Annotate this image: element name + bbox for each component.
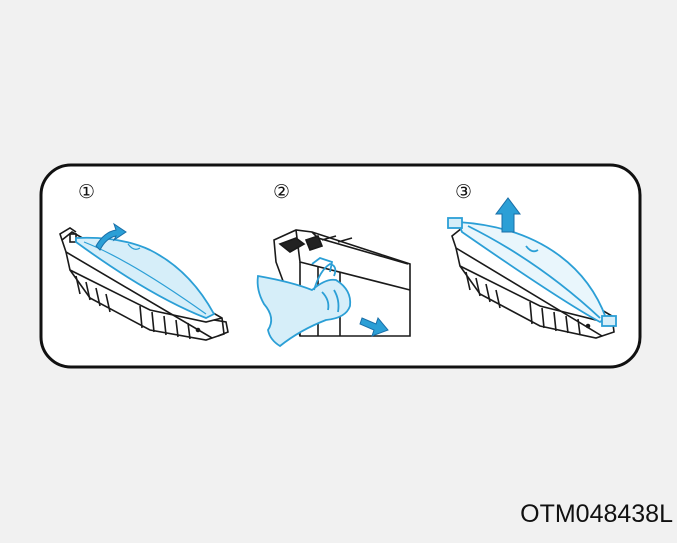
filter-element-1	[75, 222, 216, 319]
step-3-number: ③	[455, 181, 472, 203]
step-1-panel: ①	[59, 181, 229, 341]
lift-arrow-icon	[95, 222, 127, 251]
step-1-number: ①	[78, 181, 95, 203]
up-arrow-icon	[495, 197, 521, 233]
pull-arrow-icon	[359, 316, 389, 337]
step-2-number: ②	[273, 181, 290, 203]
step-3-panel: ③	[447, 181, 617, 339]
filter-element-3	[447, 217, 617, 327]
step-2-panel: ②	[256, 181, 411, 348]
filter-housing-3	[451, 227, 615, 339]
hand-illustration	[256, 256, 352, 348]
figure-code: OTM048438L	[520, 500, 673, 528]
